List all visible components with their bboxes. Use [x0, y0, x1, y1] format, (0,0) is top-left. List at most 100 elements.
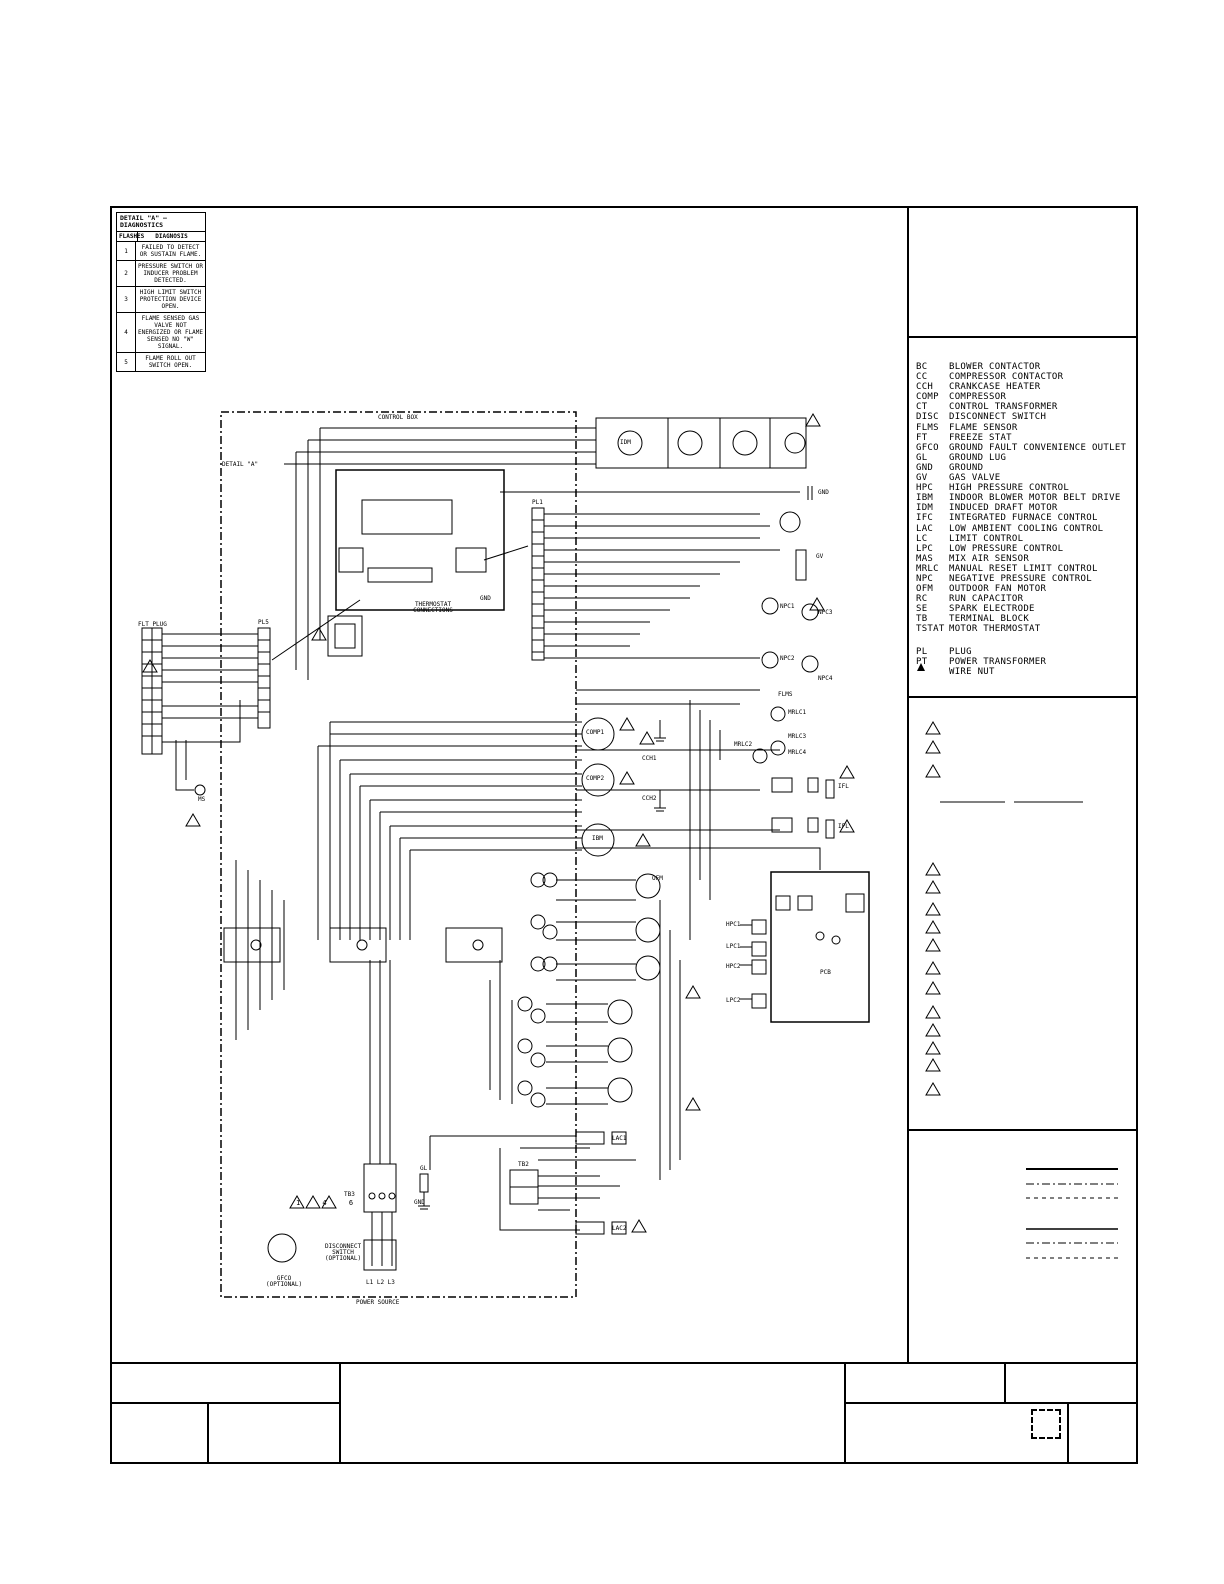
diag-text: HIGH LIMIT SWITCH PROTECTION DEVICE OPEN…	[139, 289, 202, 310]
legend-desc: COMPRESSOR CONTACTOR	[949, 372, 1064, 383]
flash-count: 3	[117, 287, 136, 312]
legend-code: LPC	[916, 543, 934, 554]
legend-item: CT CONTROL TRANSFORMER	[916, 402, 1126, 412]
label-ibm: IBM	[592, 835, 603, 842]
flash-count: 5	[117, 353, 136, 371]
ifc-inner	[361, 499, 453, 535]
label-gnd-top: GND	[818, 489, 829, 496]
contactor-cc2	[329, 927, 387, 963]
legend-desc: WIRE NUT	[949, 666, 995, 677]
flash-count: 2	[117, 261, 136, 286]
right-column-divider	[907, 206, 909, 1364]
thermostat-terminal-strip	[367, 567, 433, 583]
legend-item: IFC INTEGRATED FURNACE CONTROL	[916, 513, 1126, 523]
label-npc2: NPC2	[780, 655, 795, 662]
legend-code: IBM	[916, 493, 934, 504]
legend-code: NPC	[916, 573, 934, 584]
pl5-connector	[257, 627, 271, 729]
label-flms: FLMS	[778, 691, 793, 698]
label-npc4: NPC4	[818, 675, 833, 682]
drawing-frame	[110, 206, 1138, 1464]
legend-code: DISC	[916, 412, 939, 423]
label-tri-notes: 1 4 6	[296, 1199, 363, 1207]
diag-text: FLAME ROLL OUT SWITCH OPEN.	[145, 355, 196, 369]
label-ofm: OFM	[652, 875, 663, 882]
legend-desc: RUN CAPACITOR	[949, 594, 1024, 605]
legend-item: WIRE NUT	[916, 667, 1126, 677]
legend-desc: LIMIT CONTROL	[949, 533, 1024, 544]
right-divider-3	[907, 1129, 1138, 1131]
disconnect-switch	[363, 1239, 397, 1271]
legend-desc: BLOWER CONTACTOR	[949, 362, 1041, 372]
title-block-v4	[1004, 1362, 1006, 1402]
label-mrlc4: MRLC4	[788, 749, 807, 756]
legend-desc: NEGATIVE PRESSURE CONTROL	[949, 573, 1092, 584]
col-flashes: FLASHES	[119, 232, 145, 241]
legend-desc: GROUND	[949, 462, 984, 473]
label-gnd-ifc: GND	[480, 595, 491, 602]
ifc-board	[335, 469, 505, 611]
legend-item: GL GROUND LUG	[916, 453, 1126, 463]
legend-code: MAS	[916, 553, 934, 564]
legend-code: PL	[916, 646, 928, 657]
label-lac1: LAC1	[612, 1135, 627, 1142]
legend-desc: CRANKCASE HEATER	[949, 382, 1041, 393]
legend-desc: CONTROL TRANSFORMER	[949, 402, 1058, 413]
col-diagnosis: DIAGNOSIS	[155, 233, 188, 240]
legend-item: LC LIMIT CONTROL	[916, 534, 1126, 544]
control-box-boundary	[220, 411, 577, 1298]
flash-count: 1	[117, 242, 136, 260]
legend-desc: INTEGRATED FURNACE CONTROL	[949, 513, 1098, 524]
legend-code: IFC	[916, 513, 934, 524]
legend-code: LC	[916, 533, 928, 544]
legend-item: CC COMPRESSOR CONTACTOR	[916, 372, 1126, 382]
legend-code: COMP	[916, 392, 939, 403]
legend-code: TSTAT	[916, 624, 945, 635]
legend-code: OFM	[916, 584, 934, 595]
gfco-outlet	[267, 1233, 297, 1263]
label-lpc2: LPC2	[726, 997, 741, 1004]
legend-desc: GROUND LUG	[949, 452, 1007, 463]
title-block-v2	[339, 1362, 341, 1464]
legend-code: GL	[916, 452, 928, 463]
ibm-motor	[581, 823, 615, 857]
legend-code: CT	[916, 402, 928, 413]
legend-code: CC	[916, 372, 928, 383]
label-flt-plug: FLT PLUG	[138, 621, 167, 628]
legend-code: GV	[916, 473, 928, 484]
label-mrlc2: MRLC2	[734, 741, 753, 748]
label-pcb: PCB	[820, 969, 831, 976]
contactor-cc1	[223, 927, 281, 963]
legend-desc: MOTOR THERMOSTAT	[949, 624, 1041, 635]
label-detail-a: DETAIL "A"	[222, 461, 259, 468]
title-block-mid-left	[110, 1402, 339, 1404]
legend-code: HPC	[916, 483, 934, 494]
legend-desc: GROUND FAULT CONVENIENCE OUTLET	[949, 442, 1127, 453]
legend-desc: FREEZE STAT	[949, 432, 1012, 443]
flash-count: 4	[117, 313, 136, 352]
label-idm: IDM	[620, 439, 631, 446]
legend-desc: OUTDOOR FAN MOTOR	[949, 584, 1047, 595]
label-comp2: COMP2	[586, 775, 605, 782]
gas-valve	[779, 511, 801, 533]
tb3	[363, 1163, 397, 1213]
label-thermostat-connections: THERMOSTAT CONNECTIONS	[413, 601, 453, 614]
pl1-connector	[531, 507, 545, 661]
label-gl: GL	[420, 1165, 428, 1172]
legend-code: TB	[916, 614, 928, 625]
label-control-box: CONTROL BOX	[378, 414, 418, 421]
